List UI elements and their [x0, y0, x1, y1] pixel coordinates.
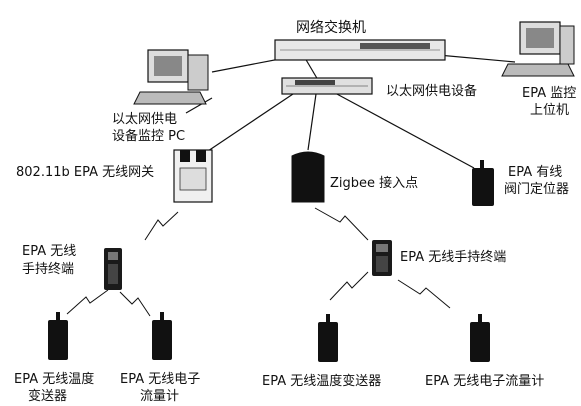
- valve-label-line2: 阀门定位器: [504, 182, 569, 198]
- zigbee-ap-icon: [292, 152, 324, 202]
- flow-meter-right-icon: [470, 314, 490, 362]
- flow-right-body: [470, 322, 490, 362]
- poe-pc-label-line2: 设备监控 PC: [112, 129, 185, 145]
- poe-monitor-pc-icon: [134, 50, 208, 104]
- temp-left-body: [48, 320, 68, 360]
- handheld-right-icon: [372, 240, 392, 276]
- wireless-links: [67, 208, 450, 316]
- temp-transmitter-right-icon: [318, 314, 338, 362]
- handheld-right-label: EPA 无线手持终端: [400, 250, 506, 266]
- wireless-handheld-temp-left: [67, 290, 108, 314]
- gateway-antenna-right: [196, 150, 206, 162]
- network-switch-label: 网络交换机: [296, 20, 366, 36]
- poe-to-valve-line: [335, 93, 474, 168]
- handheld-right-screen: [376, 244, 388, 252]
- zigbee-ap-label: Zigbee 接入点: [330, 176, 418, 192]
- temp-right-label: EPA 无线温度变送器: [262, 374, 381, 390]
- temp-right-antenna: [326, 314, 330, 323]
- wifi-gateway-label: 802.11b EPA 无线网关: [16, 165, 154, 181]
- temp-transmitter-left-icon: [48, 312, 68, 360]
- host-screen: [526, 28, 554, 48]
- handheld-left-keypad: [108, 264, 118, 284]
- zigbee-body: [292, 152, 324, 202]
- wireless-zigbee-handheld: [315, 208, 368, 240]
- wireless-handheld-flow-left: [120, 292, 150, 316]
- poe-pc-label-line1: 以太网供电: [112, 112, 177, 128]
- pc-screen: [154, 56, 182, 76]
- temp-left-label-line1: EPA 无线温度: [14, 372, 94, 388]
- host-tower: [560, 26, 574, 64]
- flow-left-antenna: [160, 312, 164, 321]
- flow-right-antenna: [478, 314, 482, 323]
- poe-switch: [282, 78, 372, 94]
- pc-keyboard: [134, 92, 206, 104]
- valve-body: [472, 168, 494, 206]
- gateway-panel: [180, 168, 206, 190]
- valve-label-line1: EPA 有线: [508, 165, 562, 181]
- handheld-right-keypad: [376, 256, 388, 272]
- switch-to-host-line: [438, 55, 515, 62]
- flow-left-body: [152, 320, 172, 360]
- handheld-left-label-line2: 手持终端: [22, 262, 74, 278]
- temp-left-antenna: [56, 312, 60, 321]
- wireless-handheld-flow-right: [398, 280, 450, 308]
- switch-ports: [360, 43, 430, 49]
- connection-lines: [186, 55, 515, 168]
- wireless-handheld-temp-right: [330, 272, 368, 300]
- pc-to-switch-line: [212, 58, 285, 72]
- flow-right-label: EPA 无线电子流量计: [425, 374, 544, 390]
- flow-meter-left-icon: [152, 312, 172, 360]
- wifi-gateway-icon: [174, 150, 212, 202]
- epa-host-label-line2: 上位机: [530, 103, 569, 119]
- wireless-gateway-handheld: [145, 212, 178, 240]
- temp-left-label-line2: 变送器: [28, 389, 67, 405]
- temp-right-body: [318, 322, 338, 362]
- epa-host-pc-icon: [502, 22, 574, 76]
- switch-to-poe-line: [305, 58, 318, 80]
- host-keyboard: [502, 64, 574, 76]
- handheld-left-label-line1: EPA 无线: [22, 244, 76, 260]
- handheld-left-icon: [104, 248, 122, 290]
- handheld-left-screen: [108, 252, 118, 260]
- flow-left-label-line2: 流量计: [140, 389, 179, 405]
- valve-positioner-icon: [472, 160, 494, 206]
- gateway-antenna-left: [180, 150, 190, 162]
- epa-host-label-line1: EPA 监控: [522, 86, 576, 102]
- poe-to-gateway-line: [202, 92, 296, 155]
- flow-left-label-line1: EPA 无线电子: [120, 372, 200, 388]
- poe-device-label: 以太网供电设备: [386, 84, 477, 100]
- poe-switch-ports: [295, 80, 335, 85]
- pc-tower: [188, 55, 208, 90]
- valve-antenna: [480, 160, 484, 169]
- poe-to-zigbee-line: [308, 94, 316, 150]
- network-switch: [275, 40, 445, 60]
